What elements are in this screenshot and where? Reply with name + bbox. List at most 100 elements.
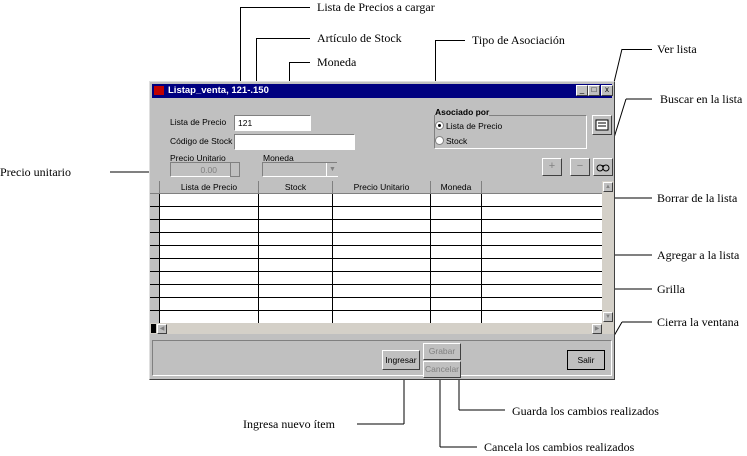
grid-cell[interactable] xyxy=(333,298,431,311)
salir-button[interactable]: Salir xyxy=(567,350,605,370)
chevron-down-icon[interactable]: ▼ xyxy=(326,163,338,176)
buscar-button[interactable] xyxy=(593,158,613,176)
annotation-lista-precios: Lista de Precios a cargar xyxy=(317,0,435,14)
grid-cell[interactable] xyxy=(333,207,431,220)
grid-cell[interactable] xyxy=(431,246,482,259)
grid-cell[interactable] xyxy=(431,272,482,285)
window-title: Listap_venta, 121-.150 xyxy=(168,85,269,96)
grid-cell[interactable] xyxy=(333,233,431,246)
grid-row-selector[interactable] xyxy=(150,272,160,285)
vertical-scrollbar[interactable]: ▲ ▼ xyxy=(602,181,614,323)
grid-cell[interactable] xyxy=(333,194,431,207)
scroll-down-icon[interactable]: ▼ xyxy=(603,312,613,322)
moneda-label: Moneda xyxy=(263,153,294,163)
ver-lista-button[interactable] xyxy=(592,115,612,135)
grid-cell[interactable] xyxy=(160,246,259,259)
grid-cell[interactable] xyxy=(482,220,602,233)
grid-cell[interactable] xyxy=(333,220,431,233)
grid-cell[interactable] xyxy=(259,220,333,233)
grid-row-selector[interactable] xyxy=(150,298,160,311)
grid-cell[interactable] xyxy=(259,194,333,207)
grid-cell[interactable] xyxy=(482,272,602,285)
grabar-button[interactable]: Grabar xyxy=(423,343,461,360)
scroll-up-icon[interactable]: ▲ xyxy=(603,182,613,192)
grid-cell[interactable] xyxy=(160,207,259,220)
asociado-group xyxy=(434,115,587,149)
grid-cell[interactable] xyxy=(431,298,482,311)
column-stock[interactable]: Stock xyxy=(259,181,333,194)
bottom-panel xyxy=(152,340,612,376)
grid-cell[interactable] xyxy=(259,233,333,246)
grid-cell[interactable] xyxy=(259,207,333,220)
grid-row-selector[interactable] xyxy=(150,233,160,246)
grid-cell[interactable] xyxy=(482,298,602,311)
scroll-right-icon[interactable]: ▶ xyxy=(592,324,602,334)
grid-cell[interactable] xyxy=(259,246,333,259)
grid-row-selector[interactable] xyxy=(150,285,160,298)
grid-cell[interactable] xyxy=(431,285,482,298)
grid-cell[interactable] xyxy=(160,285,259,298)
cancelar-button[interactable]: Cancelar xyxy=(423,361,461,378)
grid-cell[interactable] xyxy=(259,285,333,298)
column-lista-precio[interactable]: Lista de Precio xyxy=(160,181,259,194)
grid-row-selector[interactable] xyxy=(150,246,160,259)
grid-cell[interactable] xyxy=(160,233,259,246)
grid-cell[interactable] xyxy=(160,259,259,272)
annotation-borrar: Borrar de la lista xyxy=(657,191,738,205)
grid-cell[interactable] xyxy=(333,259,431,272)
minimize-button[interactable]: _ xyxy=(576,85,588,96)
column-moneda[interactable]: Moneda xyxy=(431,181,482,194)
annotation-precio: Precio unitario xyxy=(0,165,71,179)
grid-cell[interactable] xyxy=(160,194,259,207)
grid-cell[interactable] xyxy=(482,285,602,298)
agregar-button[interactable]: + xyxy=(542,158,562,176)
grid-row-indicator xyxy=(151,324,156,333)
grilla[interactable]: Lista de Precio Stock Precio Unitario Mo… xyxy=(150,181,614,334)
grid-row-selector[interactable] xyxy=(150,259,160,272)
title-bar[interactable]: Listap_venta, 121-.150 _ □ x xyxy=(152,84,613,98)
grid-cell[interactable] xyxy=(482,207,602,220)
borrar-button[interactable]: − xyxy=(570,158,590,176)
annotation-ver-lista: Ver lista xyxy=(657,42,697,56)
grid-cell[interactable] xyxy=(431,207,482,220)
column-precio-unitario[interactable]: Precio Unitario xyxy=(333,181,431,194)
annotation-tipo: Tipo de Asociación xyxy=(472,33,565,47)
grid-row-selector[interactable] xyxy=(150,194,160,207)
radio-stock[interactable] xyxy=(435,136,444,145)
grid-cell[interactable] xyxy=(333,285,431,298)
precio-unitario-label: Precio Unitario xyxy=(170,153,226,163)
app-icon xyxy=(154,86,164,95)
grid-row-selector[interactable] xyxy=(150,207,160,220)
grid-cell[interactable] xyxy=(259,259,333,272)
grid-cell[interactable] xyxy=(431,194,482,207)
grid-cell[interactable] xyxy=(482,246,602,259)
grid-cell[interactable] xyxy=(431,233,482,246)
ingresar-button[interactable]: Ingresar xyxy=(382,350,420,370)
close-button[interactable]: x xyxy=(601,85,613,96)
grid-cell[interactable] xyxy=(482,233,602,246)
grid-cell[interactable] xyxy=(160,298,259,311)
grid-row-selector[interactable] xyxy=(150,220,160,233)
annotation-moneda: Moneda xyxy=(317,55,357,69)
annotation-articulo: Artículo de Stock xyxy=(317,31,402,45)
grid-cell[interactable] xyxy=(333,272,431,285)
grid-cell[interactable] xyxy=(482,194,602,207)
grid-cell[interactable] xyxy=(259,272,333,285)
grid-cell[interactable] xyxy=(482,259,602,272)
maximize-button[interactable]: □ xyxy=(588,85,600,96)
precio-unitario-input[interactable]: 0.00 xyxy=(170,162,232,177)
radio-lista-precio[interactable] xyxy=(435,121,444,130)
codigo-stock-input[interactable] xyxy=(234,134,355,150)
annotation-cancela: Cancela los cambios realizados xyxy=(484,440,635,454)
grid-cell[interactable] xyxy=(431,259,482,272)
grid-cell[interactable] xyxy=(160,220,259,233)
precio-spinner[interactable] xyxy=(230,162,240,177)
lista-precio-input[interactable]: 121 xyxy=(234,115,311,131)
column-filler xyxy=(482,181,602,194)
horizontal-scrollbar[interactable]: ◀ ▶ xyxy=(150,323,614,334)
grid-cell[interactable] xyxy=(160,272,259,285)
scroll-left-icon[interactable]: ◀ xyxy=(157,324,167,334)
grid-cell[interactable] xyxy=(333,246,431,259)
grid-cell[interactable] xyxy=(431,220,482,233)
grid-cell[interactable] xyxy=(259,298,333,311)
